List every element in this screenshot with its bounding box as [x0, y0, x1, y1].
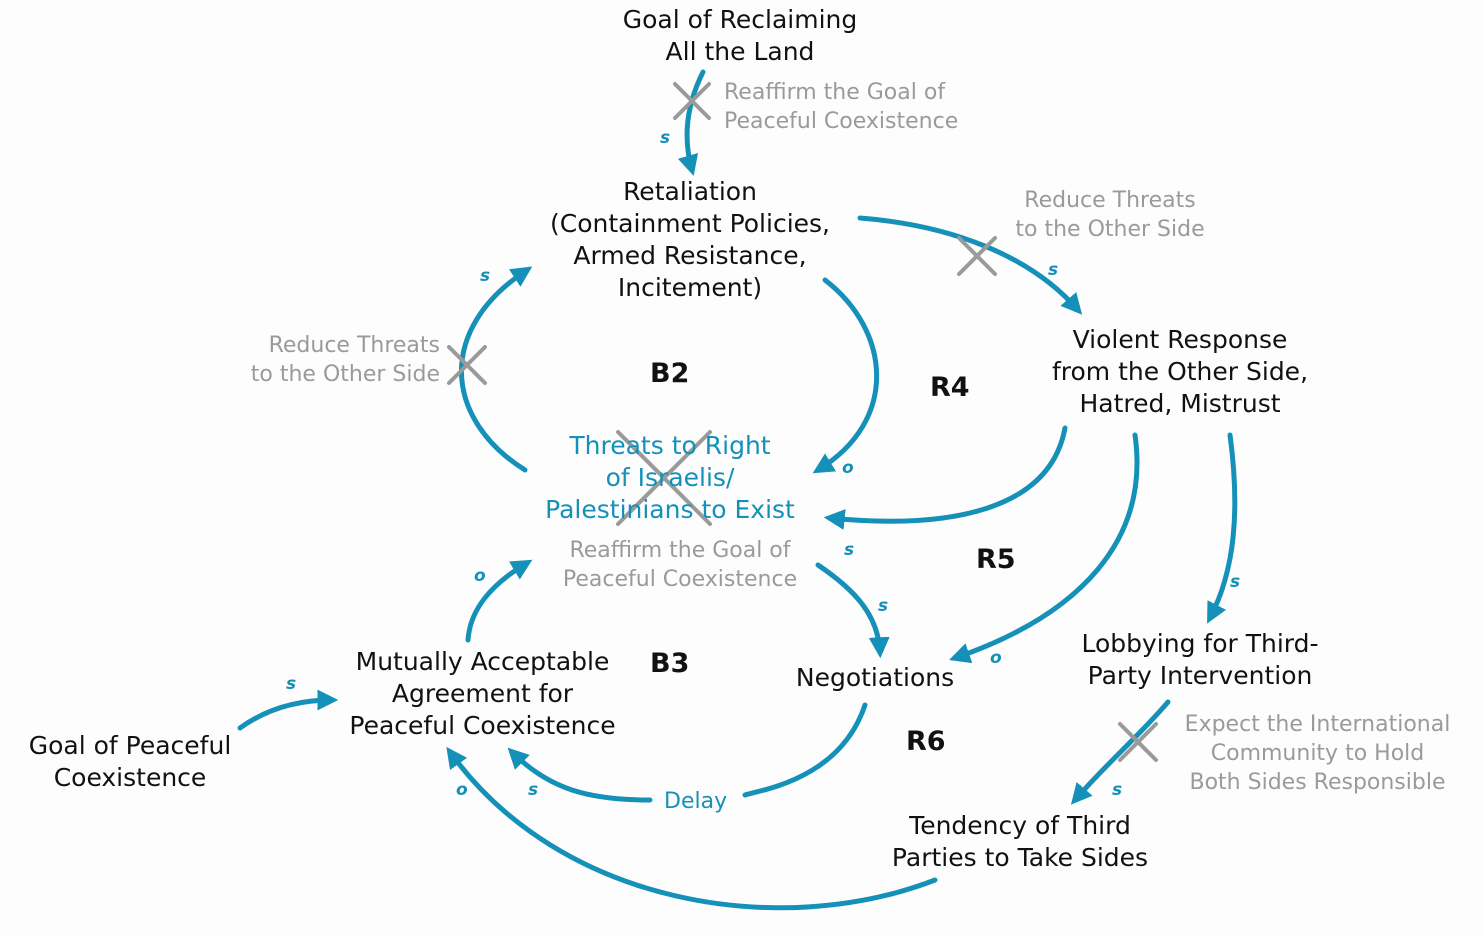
- loop-r4: R4: [930, 372, 970, 403]
- arrow-tendency-to-agreement: [446, 746, 938, 911]
- arrow-threats-to-retaliation: [459, 266, 533, 473]
- leverage-reaffirm-mid: Reaffirm the Goal of Peaceful Coexistenc…: [540, 536, 820, 594]
- delay-label: Delay: [664, 789, 728, 814]
- leverage-line: Peaceful Coexistence: [724, 109, 959, 134]
- variable-line: Violent Response: [1072, 325, 1288, 354]
- leverage-line: Reaffirm the Goal of: [724, 80, 946, 105]
- leverage-reduce-left: Reduce Threats to the Other Side: [215, 331, 440, 389]
- variable-line: Peaceful Coexistence: [349, 711, 616, 740]
- cross-mark-left: [447, 345, 487, 385]
- variable-line: Armed Resistance,: [573, 241, 807, 270]
- polarity-lobbying-to-tendency: s: [1112, 780, 1123, 800]
- variable-retaliation: Retaliation (Containment Policies, Armed…: [520, 176, 860, 304]
- variable-line: Threats to Right: [569, 431, 771, 460]
- arrow-goal-to-retaliation: [677, 69, 706, 177]
- polarity-violent-to-negotiations: o: [990, 648, 1002, 668]
- variable-line: Palestinians to Exist: [545, 495, 795, 524]
- polarity-retaliation-to-violent: s: [1048, 260, 1059, 280]
- leverage-line: Both Sides Responsible: [1189, 770, 1446, 795]
- polarity-violent-to-lobbying: s: [1230, 572, 1241, 592]
- cross-mark-intl: [1118, 722, 1158, 762]
- polarity-threats-to-retaliation: s: [480, 266, 491, 286]
- arrow-violent-to-threats: [823, 425, 1068, 530]
- arrow-retaliation-to-threats: [812, 277, 879, 474]
- loop-r6: R6: [906, 726, 946, 757]
- variable-line: from the Other Side,: [1051, 357, 1309, 386]
- variable-goal-reclaiming: Goal of Reclaiming All the Land: [590, 4, 890, 68]
- variable-threats: Threats to Right of Israelis/ Palestinia…: [510, 430, 830, 526]
- variable-line: Goal of Peaceful: [28, 731, 232, 760]
- variable-line: Negotiations: [795, 663, 955, 692]
- leverage-line: Community to Hold: [1210, 741, 1425, 766]
- leverage-line: to the Other Side: [250, 362, 440, 387]
- leverage-line: Reduce Threats: [1024, 188, 1196, 213]
- variable-line: Incitement): [617, 273, 763, 302]
- arrow-threats-to-negotiations: [815, 562, 890, 659]
- variable-line: Parties to Take Sides: [891, 843, 1149, 872]
- leverage-line: to the Other Side: [1015, 217, 1205, 242]
- variable-line: Tendency of Third: [909, 811, 1131, 840]
- arrow-violent-to-lobbying: [1207, 432, 1238, 624]
- variable-line: (Containment Policies,: [549, 209, 830, 238]
- polarity-goal-to-retaliation: s: [660, 128, 671, 148]
- polarity-agreement-to-threats: o: [474, 566, 486, 586]
- leverage-reaffirm-top: Reaffirm the Goal of Peaceful Coexistenc…: [724, 78, 958, 136]
- variable-line: Goal of Reclaiming: [622, 5, 858, 34]
- leverage-line: Reduce Threats: [268, 333, 440, 358]
- polarity-goalpeace-to-agreement: s: [286, 674, 297, 694]
- polarity-violent-to-threats: s: [844, 540, 855, 560]
- loop-b3: B3: [650, 648, 690, 679]
- variable-line: of Israelis/: [605, 463, 735, 492]
- variable-line: Party Intervention: [1087, 661, 1313, 690]
- cross-mark-top: [673, 82, 711, 120]
- cross-mark-threats: [616, 430, 712, 526]
- variable-tendency: Tendency of Third Parties to Take Sides: [860, 810, 1180, 874]
- variable-agreement: Mutually Acceptable Agreement for Peacef…: [325, 646, 640, 742]
- arrow-lobbying-to-tendency: [1070, 699, 1171, 805]
- polarity-threats-to-negotiations: s: [878, 596, 889, 616]
- polarity-negotiations-to-agreement: s: [528, 780, 539, 800]
- variable-line: Mutually Acceptable: [355, 647, 610, 676]
- loop-b2: B2: [650, 358, 690, 389]
- arrow-agreement-to-threats: [465, 559, 533, 643]
- leverage-line: Peaceful Coexistence: [562, 567, 798, 592]
- leverage-expect-intl: Expect the International Community to Ho…: [1165, 710, 1470, 797]
- variable-lobbying: Lobbying for Third- Party Intervention: [1055, 628, 1345, 692]
- variable-goal-peaceful: Goal of Peaceful Coexistence: [10, 730, 250, 794]
- arrow-delay-to-agreement: [507, 747, 653, 803]
- leverage-line: Expect the International: [1184, 712, 1451, 737]
- arrow-goalpeace-to-agreement: [237, 689, 339, 731]
- polarity-tendency-to-agreement: o: [456, 780, 468, 800]
- leverage-reduce-right: Reduce Threats to the Other Side: [995, 186, 1225, 244]
- arrow-negotiations-to-agreement: [742, 702, 868, 798]
- variable-line: Lobbying for Third-: [1081, 629, 1319, 658]
- variable-line: Coexistence: [53, 763, 207, 792]
- variable-line: Agreement for: [391, 679, 574, 708]
- cross-mark-right: [957, 236, 997, 276]
- polarity-retaliation-to-threats: o: [842, 458, 854, 478]
- loop-r5: R5: [976, 544, 1016, 575]
- variable-negotiations: Negotiations: [770, 662, 980, 694]
- variable-line: All the Land: [665, 37, 815, 66]
- variable-line: Hatred, Mistrust: [1079, 389, 1281, 418]
- arrow-violent-to-negotiations: [949, 432, 1140, 664]
- variable-line: Retaliation: [623, 177, 757, 206]
- leverage-line: Reaffirm the Goal of: [569, 538, 791, 563]
- variable-violent-response: Violent Response from the Other Side, Ha…: [1020, 324, 1340, 420]
